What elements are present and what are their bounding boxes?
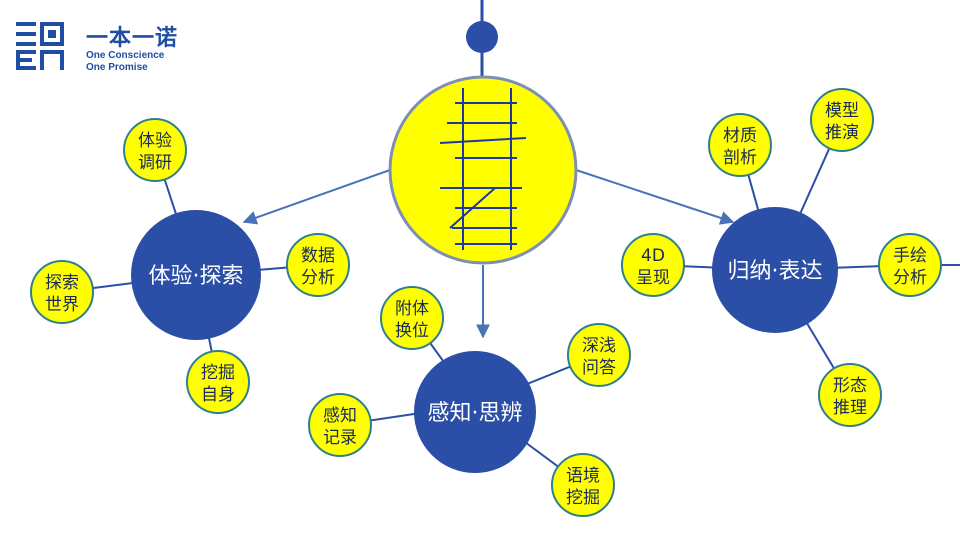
leaf-label-line: 记录 [323, 428, 357, 448]
leaf-circle [708, 113, 772, 177]
hub-label-right: 归纳·表达 [728, 259, 823, 284]
leaf-circle [551, 453, 615, 517]
leaf-label-line: 分析 [893, 268, 927, 288]
top-connector-dot [466, 21, 498, 53]
leaf-label-line: 推演 [825, 123, 859, 143]
leaf-label-line: 调研 [138, 153, 172, 173]
leaf-label-line: 剖析 [723, 148, 757, 168]
leaf-label-line: 挖掘 [201, 363, 235, 383]
leaf-circle [567, 323, 631, 387]
leaf-label-line: 分析 [301, 268, 335, 288]
leaf-label-line: 挖掘 [566, 488, 600, 508]
leaf-label-line: 问答 [582, 358, 616, 378]
leaf-circle [186, 350, 250, 414]
leaf-label-line: 手绘 [893, 246, 927, 266]
leaf-label-line: 语境 [566, 466, 600, 486]
leaf-circle [810, 88, 874, 152]
center-node [388, 75, 578, 265]
leaf-circle [286, 233, 350, 297]
leaf-label-line: 体验 [138, 131, 172, 151]
hub-node-right: 归纳·表达 [712, 207, 838, 333]
leaf-label-line: 形态 [833, 376, 867, 396]
logo-title: 一本一诺 [86, 26, 179, 51]
leaf-circle [621, 233, 685, 297]
edge-center-left [242, 169, 391, 225]
leaf-label-line: 换位 [395, 321, 429, 341]
hub-circle [712, 207, 838, 333]
leaf-label-line: 自身 [201, 385, 235, 405]
logo-subtitle-line1: One Conscience [86, 50, 165, 61]
hub-node-left: 体验·探索 [131, 210, 261, 340]
leaf-label-line: 推理 [833, 398, 867, 418]
leaf-label-line: 材质 [723, 126, 757, 146]
edge-center-right [575, 169, 735, 225]
leaf-label-line: 感知 [323, 406, 357, 426]
leaf-label-line: 深浅 [582, 336, 616, 356]
leaf-label-line: 4D [641, 246, 665, 266]
center-ladder-icon [439, 88, 527, 250]
logo-subtitle-line2: One Promise [86, 62, 148, 73]
leaf-label-line: 数据 [301, 246, 335, 266]
leaf-circle [30, 260, 94, 324]
leaf-label-line: 呈现 [636, 268, 670, 288]
leaf-label-line: 模型 [825, 101, 859, 121]
leaf-circle [878, 233, 942, 297]
hub-circle [414, 351, 536, 473]
hub-circle [131, 210, 261, 340]
leaf-circle [308, 393, 372, 457]
leaf-label-line: 探索 [45, 273, 79, 293]
leaf-label-line: 附体 [395, 299, 429, 319]
leaf-circle [380, 286, 444, 350]
logo-mark-icon [16, 22, 64, 70]
brand-logo: 一本一诺 One Conscience One Promise [16, 20, 196, 74]
leaf-circle [123, 118, 187, 182]
leaf-label-line: 世界 [45, 295, 79, 315]
hub-label-bottom: 感知·思辨 [428, 401, 523, 426]
hub-label-left: 体验·探索 [149, 264, 244, 289]
hub-node-bottom: 感知·思辨 [414, 351, 536, 473]
leaf-circle [818, 363, 882, 427]
